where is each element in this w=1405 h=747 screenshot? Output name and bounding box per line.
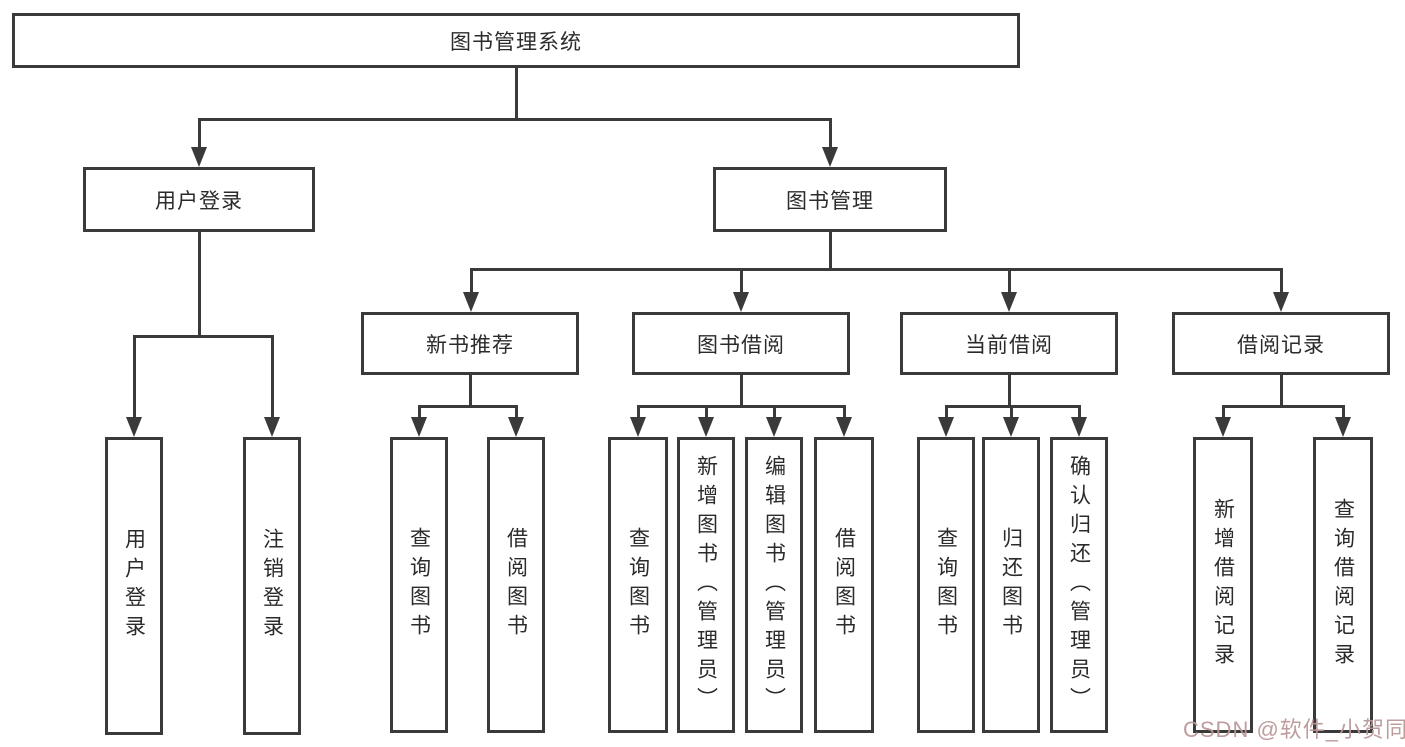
- connector-line: [198, 121, 201, 148]
- node-book-management: 图书管理: [713, 167, 947, 232]
- connector-line: [945, 405, 1081, 408]
- arrow-down-icon: [822, 147, 838, 167]
- arrow-down-icon: [411, 417, 427, 437]
- node-current-borrowing: 当前借阅: [900, 312, 1118, 375]
- connector-line: [1222, 408, 1225, 418]
- arrow-down-icon: [508, 417, 524, 437]
- node-borrowing-records-label: 借阅记录: [1237, 333, 1325, 357]
- connector-line: [1078, 408, 1081, 418]
- node-root: 图书管理系统: [12, 13, 1020, 68]
- leaf-user-login-label: 用户登录: [122, 528, 146, 644]
- connector-line: [1008, 271, 1011, 293]
- leaf-query-borrow-record-label: 查询借阅记录: [1331, 498, 1355, 672]
- arrow-down-icon: [1215, 417, 1231, 437]
- leaf-logout: 注销登录: [243, 437, 301, 735]
- connector-line: [469, 375, 472, 408]
- connector-line: [705, 408, 708, 418]
- leaf-add-borrow-record-label: 新增借阅记录: [1211, 498, 1235, 672]
- leaf-borrow-books-1-label: 借阅图书: [504, 527, 528, 643]
- leaf-edit-books-admin-label: 编辑图书（管理员）: [762, 454, 786, 716]
- leaf-query-books-1-label: 查询图书: [407, 527, 431, 643]
- leaf-return-books-label: 归还图书: [999, 527, 1023, 643]
- arrow-down-icon: [698, 417, 714, 437]
- leaf-logout-label: 注销登录: [260, 528, 284, 644]
- leaf-borrow-books-2-label: 借阅图书: [832, 527, 856, 643]
- leaf-add-books-admin: 新增图书（管理员）: [677, 437, 735, 733]
- connector-line: [1342, 408, 1345, 418]
- arrow-down-icon: [1003, 417, 1019, 437]
- connector-line: [470, 271, 473, 293]
- connector-line: [740, 271, 743, 293]
- connector-line: [945, 408, 948, 418]
- connector-line: [773, 408, 776, 418]
- arrow-down-icon: [630, 417, 646, 437]
- node-current-borrowing-label: 当前借阅: [965, 333, 1053, 357]
- leaf-user-login: 用户登录: [105, 437, 163, 735]
- connector-line: [271, 338, 274, 418]
- leaf-query-books-3: 查询图书: [917, 437, 975, 733]
- node-book-borrowing: 图书借阅: [632, 312, 850, 375]
- arrow-down-icon: [766, 417, 782, 437]
- node-borrowing-records: 借阅记录: [1172, 312, 1390, 375]
- connector-line: [515, 68, 518, 118]
- leaf-add-borrow-record: 新增借阅记录: [1193, 437, 1253, 733]
- leaf-confirm-return-admin-label: 确认归还（管理员）: [1067, 454, 1091, 716]
- node-book-borrowing-label: 图书借阅: [697, 333, 785, 357]
- connector-line: [418, 405, 518, 408]
- arrow-down-icon: [836, 417, 852, 437]
- arrow-down-icon: [1273, 292, 1289, 312]
- arrow-down-icon: [126, 417, 142, 437]
- connector-line: [843, 408, 846, 418]
- node-book-management-label: 图书管理: [786, 189, 874, 213]
- leaf-add-books-admin-label: 新增图书（管理员）: [694, 454, 718, 716]
- node-new-book-recommend: 新书推荐: [361, 312, 579, 375]
- node-new-book-recommend-label: 新书推荐: [426, 333, 514, 357]
- connector-line: [637, 408, 640, 418]
- leaf-edit-books-admin: 编辑图书（管理员）: [745, 437, 803, 733]
- leaf-query-books-2-label: 查询图书: [626, 527, 650, 643]
- connector-line: [515, 408, 518, 418]
- node-user-login-label: 用户登录: [155, 189, 243, 213]
- arrow-down-icon: [938, 417, 954, 437]
- leaf-borrow-books-1: 借阅图书: [487, 437, 545, 733]
- leaf-borrow-books-2: 借阅图书: [814, 437, 874, 733]
- connector-line: [133, 338, 136, 418]
- leaf-confirm-return-admin: 确认归还（管理员）: [1050, 437, 1108, 733]
- arrow-down-icon: [1335, 417, 1351, 437]
- leaf-query-borrow-record: 查询借阅记录: [1313, 437, 1373, 733]
- arrow-down-icon: [191, 147, 207, 167]
- arrow-down-icon: [463, 292, 479, 312]
- connector-line: [1280, 375, 1283, 408]
- connector-line: [133, 335, 274, 338]
- connector-line: [1010, 408, 1013, 418]
- connector-line: [1280, 271, 1283, 293]
- leaf-query-books-2: 查询图书: [608, 437, 668, 733]
- connector-line: [740, 375, 743, 408]
- connector-line: [829, 232, 832, 271]
- node-user-login: 用户登录: [83, 167, 315, 232]
- arrow-down-icon: [1001, 292, 1017, 312]
- connector-line: [198, 232, 201, 338]
- connector-line: [1222, 405, 1345, 408]
- node-root-label: 图书管理系统: [450, 30, 582, 54]
- connector-line: [637, 405, 846, 408]
- arrow-down-icon: [1071, 417, 1087, 437]
- leaf-return-books: 归还图书: [982, 437, 1040, 733]
- connector-line: [829, 121, 832, 148]
- connector-line: [470, 268, 1283, 271]
- arrow-down-icon: [733, 292, 749, 312]
- connector-line: [1008, 375, 1011, 408]
- leaf-query-books-3-label: 查询图书: [934, 527, 958, 643]
- leaf-query-books-1: 查询图书: [390, 437, 448, 733]
- arrow-down-icon: [264, 417, 280, 437]
- csdn-watermark: CSDN @软件_小贺同学: [1183, 717, 1405, 742]
- connector-line: [418, 408, 421, 418]
- connector-line: [198, 118, 832, 121]
